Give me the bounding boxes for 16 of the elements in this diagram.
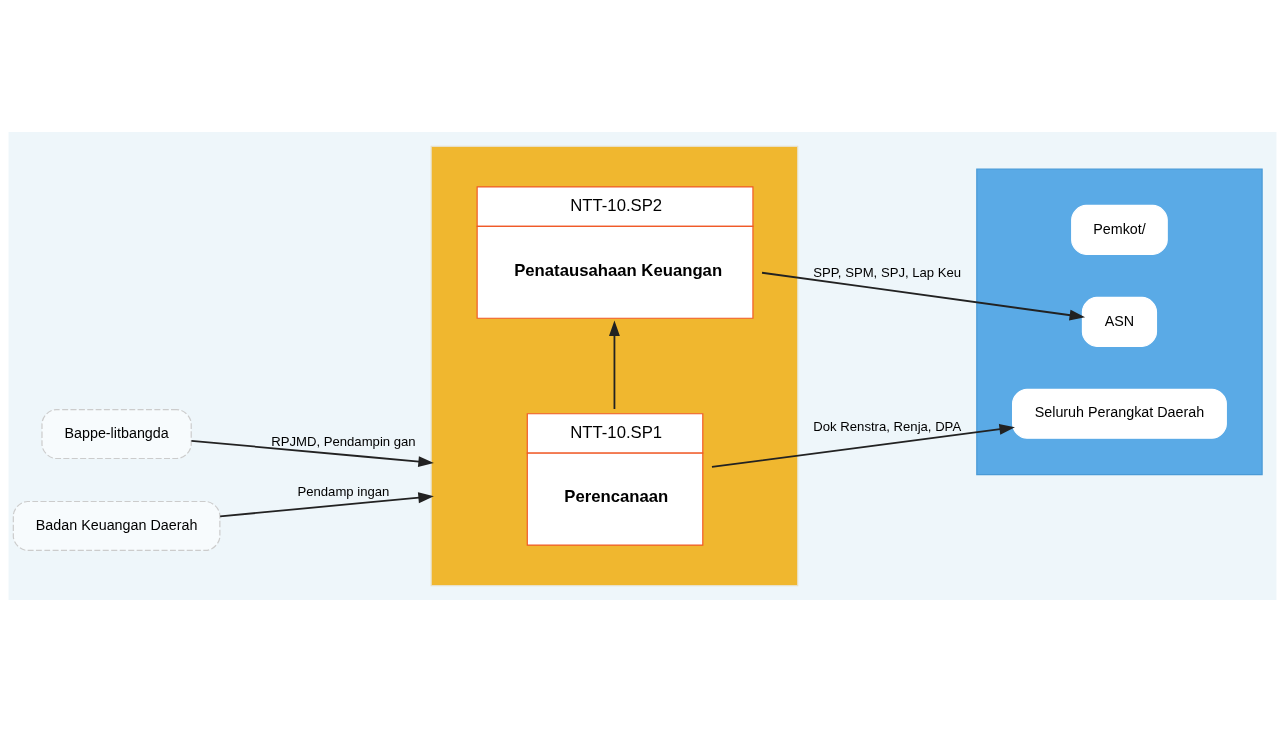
arrow	[711, 423, 1015, 468]
edge-label: SPP, SPM, SPJ, Lap Keu	[813, 264, 962, 280]
edge-label: RPJMD, Pendampin gan	[271, 433, 416, 449]
arrow	[761, 271, 1086, 321]
edge-label: Pendamp ingan	[297, 483, 390, 499]
cluster	[976, 167, 1263, 475]
node-box: Badan Keuangan Daerah	[12, 500, 221, 551]
node-box: Bappe-litbangda	[41, 408, 192, 459]
edge-label: Dok Renstra, Renja, DPA	[813, 418, 962, 434]
arrow	[609, 319, 620, 410]
arrow	[190, 439, 434, 467]
arrow	[219, 491, 434, 517]
cluster	[430, 145, 799, 586]
node-box: ASN	[1081, 296, 1158, 347]
node-box: Pemkot/	[1071, 204, 1168, 255]
node-box: Seluruh Perangkat Daerah	[1012, 388, 1227, 439]
